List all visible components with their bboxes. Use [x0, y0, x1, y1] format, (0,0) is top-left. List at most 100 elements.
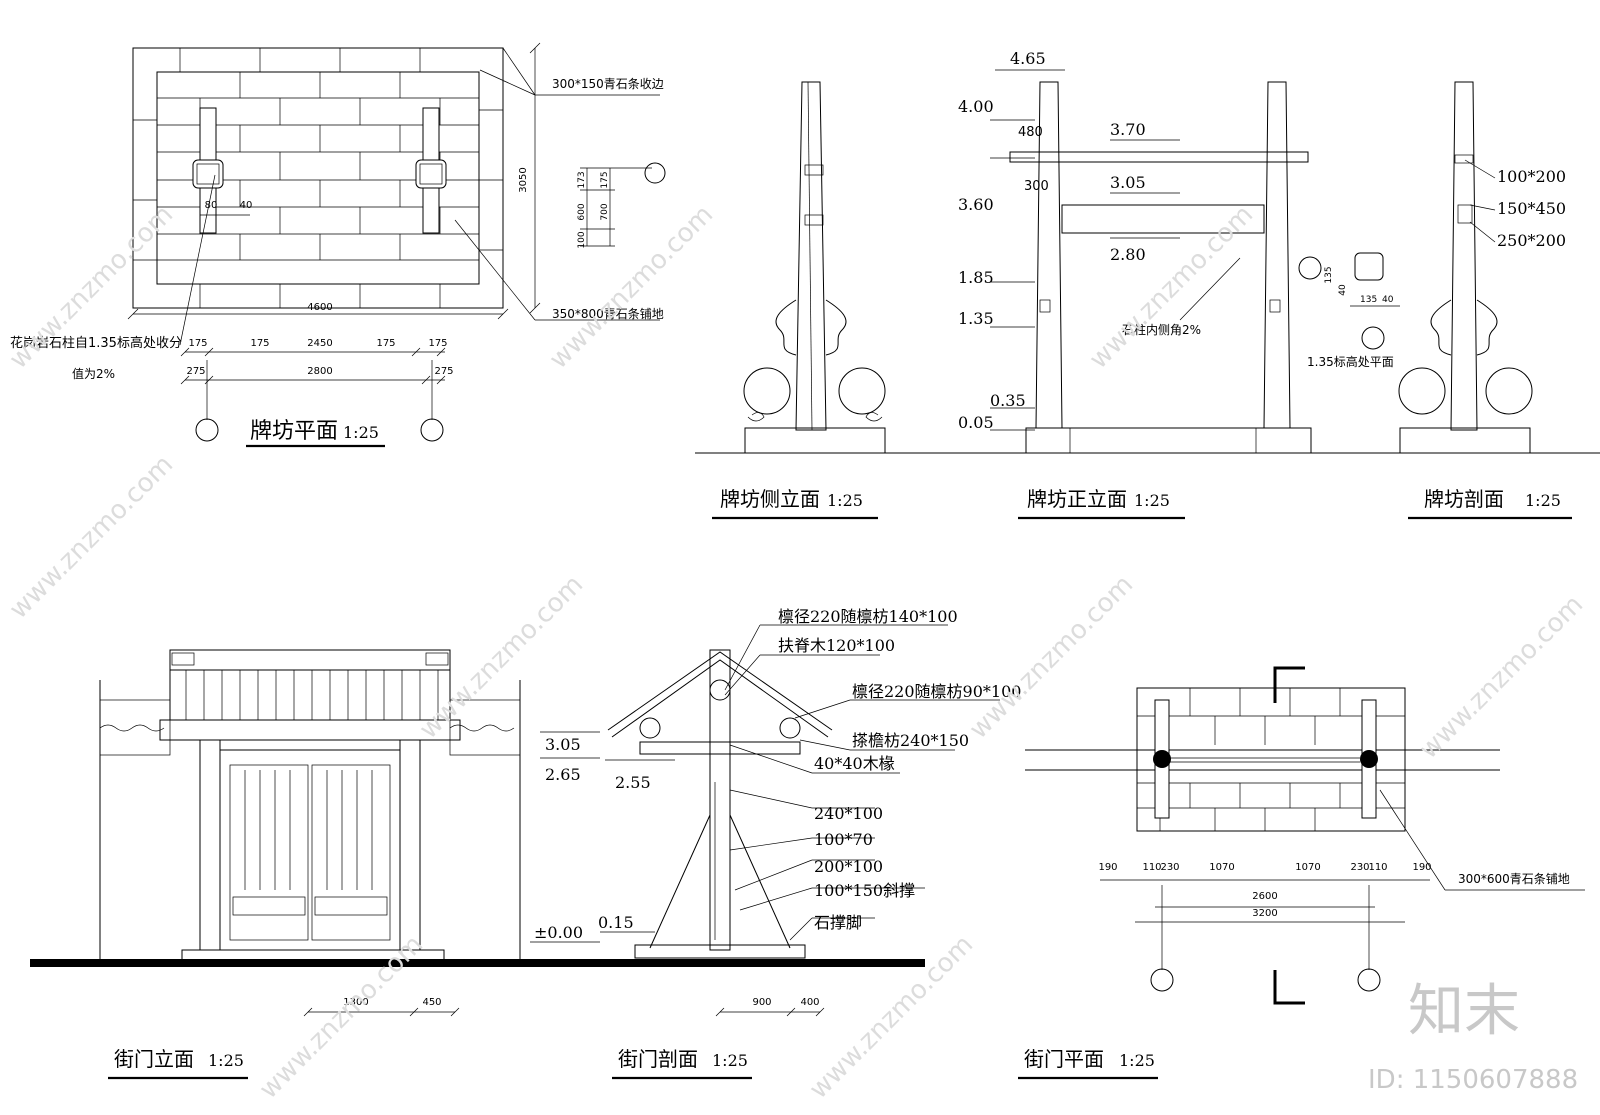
gate-dim-1300: 1300	[343, 997, 368, 1008]
gp-dim-1: 110	[1142, 862, 1161, 873]
watermark-site-9: www.znzmo.com	[1414, 590, 1589, 765]
gs-label-5: 240*100	[814, 804, 883, 823]
dim-4600: 4600	[307, 302, 332, 313]
scale-gate-elevation: 1:25	[208, 1051, 244, 1070]
title-paifang-plan: 牌坊平面	[250, 419, 338, 444]
gp-dim-2: 230	[1160, 862, 1179, 873]
gs-label-9: 石撑脚	[814, 913, 862, 932]
paifang-section: 100*200 150*450 250*200 135 40 135 40 1.…	[1298, 81, 1572, 520]
scale-gate-section: 1:25	[712, 1051, 748, 1070]
watermark-site-8: www.znzmo.com	[804, 930, 979, 1105]
gp-dim-0: 190	[1098, 862, 1117, 873]
watermark-site-7: www.znzmo.com	[254, 930, 429, 1105]
gp-dim-4: 1070	[1295, 862, 1320, 873]
watermark-site-5: www.znzmo.com	[414, 570, 589, 745]
size-150x450: 150*450	[1497, 199, 1566, 218]
gate-plan: 300*600青石条铺地 190 110 230 1070 1070 230 1…	[1018, 666, 1585, 1080]
title-section-paifang: 牌坊剖面	[1424, 487, 1504, 511]
gs-label-3: 搽檐枋240*150	[852, 731, 969, 750]
dim-r1-3: 175	[376, 338, 395, 349]
size-100x200: 100*200	[1497, 167, 1566, 186]
dim-r1-2: 2450	[307, 338, 332, 349]
gp-dim-6: 110	[1368, 862, 1387, 873]
note-granite-2: 值为2%	[72, 366, 115, 381]
watermark-id: ID: 1150607888	[1368, 1065, 1578, 1095]
note-gate-paving: 300*600青石条铺地	[1458, 872, 1570, 886]
scale-section-paifang: 1:25	[1525, 491, 1561, 510]
dim-r2-1: 2800	[307, 366, 332, 377]
gs-label-0: 檩径220随檩枋140*100	[778, 607, 958, 626]
gs-dim-900: 900	[752, 997, 771, 1008]
title-side-elevation: 牌坊侧立面	[720, 487, 820, 511]
dim-r1-0: 175	[188, 338, 207, 349]
note-chamfer: 石柱内侧角2%	[1122, 322, 1201, 337]
level-360: 3.60	[958, 195, 994, 214]
sec-dim-135b: 135	[1360, 295, 1377, 305]
dim-480: 480	[1018, 125, 1043, 140]
gs-label-2: 檩径220随檩枋90*100	[852, 682, 1021, 701]
gs-level-015: 0.15	[598, 913, 634, 932]
gp-dim-2600: 2600	[1252, 891, 1277, 902]
gate-section: 檩径220随檩枋140*100 扶脊木120*100 檩径220随檩枋90*10…	[530, 607, 1021, 1080]
level-305: 3.05	[1110, 173, 1146, 192]
note-135-plan: 1.35标高处平面	[1307, 354, 1394, 369]
watermark-site-3: www.znzmo.com	[1084, 200, 1259, 375]
gs-level-265: 2.65	[545, 765, 581, 784]
scale-paifang-plan: 1:25	[343, 423, 379, 442]
sec-dim-40b: 40	[1382, 295, 1394, 305]
watermark-site-2: www.znzmo.com	[544, 200, 719, 375]
level-005: 0.05	[958, 413, 994, 432]
dim-r2-2: 275	[434, 366, 453, 377]
gate-dim-450: 450	[422, 997, 441, 1008]
paifang-side-elevation: 牌坊侧立面 1:25	[712, 81, 886, 520]
gs-level-000: ±0.00	[534, 923, 583, 942]
level-135: 1.35	[958, 309, 994, 328]
watermark-site-4: www.znzmo.com	[4, 450, 179, 625]
level-185: 1.85	[958, 268, 994, 287]
note-paving: 350*800青石条铺地	[552, 307, 664, 321]
dim-173: 173	[577, 171, 587, 188]
gp-dim-5: 230	[1350, 862, 1369, 873]
dim-175: 175	[600, 171, 610, 188]
level-370: 3.70	[1110, 120, 1146, 139]
scale-front-elevation: 1:25	[1134, 491, 1170, 510]
level-465: 4.65	[1010, 49, 1046, 68]
dim-3050: 3050	[518, 167, 529, 192]
gs-label-4: 40*40木椽	[814, 754, 895, 773]
gp-dim-7: 190	[1412, 862, 1431, 873]
gs-level-255: 2.55	[615, 773, 651, 792]
dim-300: 300	[1024, 179, 1049, 194]
gp-dim-3200: 3200	[1252, 908, 1277, 919]
dim-r1-4: 175	[428, 338, 447, 349]
dim-80: 80	[205, 200, 218, 211]
paifang-plan: 3050 4600 80 40 300*150青石条收边 350*800青石条铺…	[10, 42, 666, 448]
gate-elevation: 1300 450 街门立面 1:25	[30, 649, 925, 1080]
paifang-front-elevation: 4.65 4.00 3.60 1.85 1.35 0.35 0.05 3.70 …	[958, 49, 1312, 520]
sec-dim-135a: 135	[1324, 266, 1334, 283]
dim-r1-1: 175	[250, 338, 269, 349]
gs-label-7: 200*100	[814, 857, 883, 876]
watermark-site-6: www.znzmo.com	[964, 570, 1139, 745]
title-gate-elevation: 街门立面	[114, 1047, 194, 1071]
title-front-elevation: 牌坊正立面	[1027, 487, 1127, 511]
level-035: 0.35	[990, 391, 1026, 410]
level-280: 2.80	[1110, 245, 1146, 264]
title-gate-section: 街门剖面	[618, 1047, 698, 1071]
level-400: 4.00	[958, 97, 994, 116]
size-250x200: 250*200	[1497, 231, 1566, 250]
scale-gate-plan: 1:25	[1119, 1051, 1155, 1070]
dim-100: 100	[577, 231, 587, 248]
dim-600: 600	[577, 203, 587, 220]
gs-label-6: 100*70	[814, 830, 873, 849]
scale-side-elevation: 1:25	[827, 491, 863, 510]
gs-level-305: 3.05	[545, 735, 581, 754]
sec-dim-40a: 40	[1338, 284, 1348, 296]
watermark-brand: 知末	[1408, 979, 1520, 1044]
title-gate-plan: 街门平面	[1024, 1047, 1104, 1071]
gp-dim-3: 1070	[1209, 862, 1234, 873]
gs-dim-400: 400	[800, 997, 819, 1008]
gs-label-1: 扶脊木120*100	[778, 636, 895, 655]
dim-700: 700	[600, 203, 610, 220]
dim-r2-0: 275	[186, 366, 205, 377]
